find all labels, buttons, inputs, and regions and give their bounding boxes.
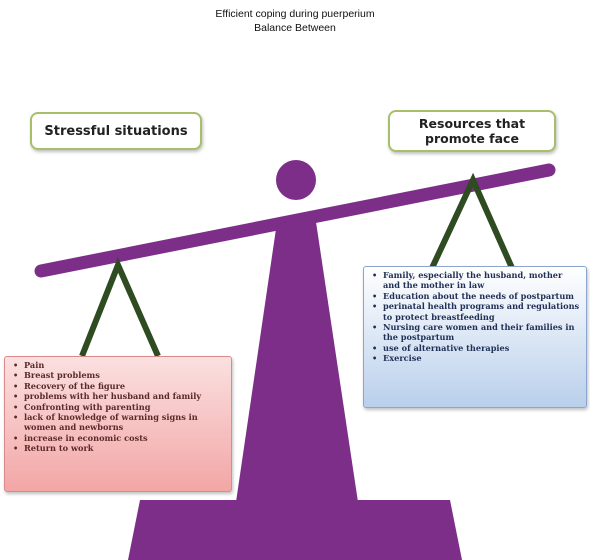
- list-item: increase in economic costs: [13, 433, 227, 444]
- list-item: perinatal health programs and regulation…: [372, 301, 582, 322]
- scale-pivot-head: [276, 160, 316, 200]
- stressful-situations-label-text: Stressful situations: [44, 123, 188, 139]
- list-item: problems with her husband and family: [13, 391, 227, 402]
- resources-label-line2: promote face: [425, 131, 519, 146]
- list-item: Recovery of the figure: [13, 381, 227, 392]
- diagram-subtitle: Balance Between: [254, 22, 336, 34]
- list-item: Confronting with parenting: [13, 402, 227, 413]
- list-item: Breast problems: [13, 370, 227, 381]
- list-item: Education about the needs of postpartum: [372, 291, 582, 302]
- resources-list: Family, especially the husband, mother a…: [363, 266, 587, 408]
- left-pan-hanger: [79, 257, 161, 358]
- scale-base: [128, 500, 462, 560]
- list-item: Exercise: [372, 353, 582, 364]
- resources-label-line1: Resources that: [418, 116, 526, 131]
- list-item: Family, especially the husband, mother a…: [372, 270, 582, 291]
- list-item: Pain: [13, 360, 227, 371]
- stressful-situations-label: Stressful situations: [30, 112, 202, 150]
- list-item: lack of knowledge of warning signs in wo…: [13, 412, 227, 433]
- right-pan-hanger: [429, 172, 515, 270]
- scale-column: [236, 222, 358, 502]
- stressful-situations-list: Pain Breast problems Recovery of the fig…: [4, 356, 232, 492]
- list-item: Nursing care women and their families in…: [372, 322, 582, 343]
- list-item: use of alternative therapies: [372, 343, 582, 354]
- list-item: Return to work: [13, 443, 227, 454]
- diagram-title: Efficient coping during puerperium: [215, 8, 375, 20]
- scale-beam: [34, 163, 556, 278]
- resources-label: Resources that promote face: [388, 110, 556, 152]
